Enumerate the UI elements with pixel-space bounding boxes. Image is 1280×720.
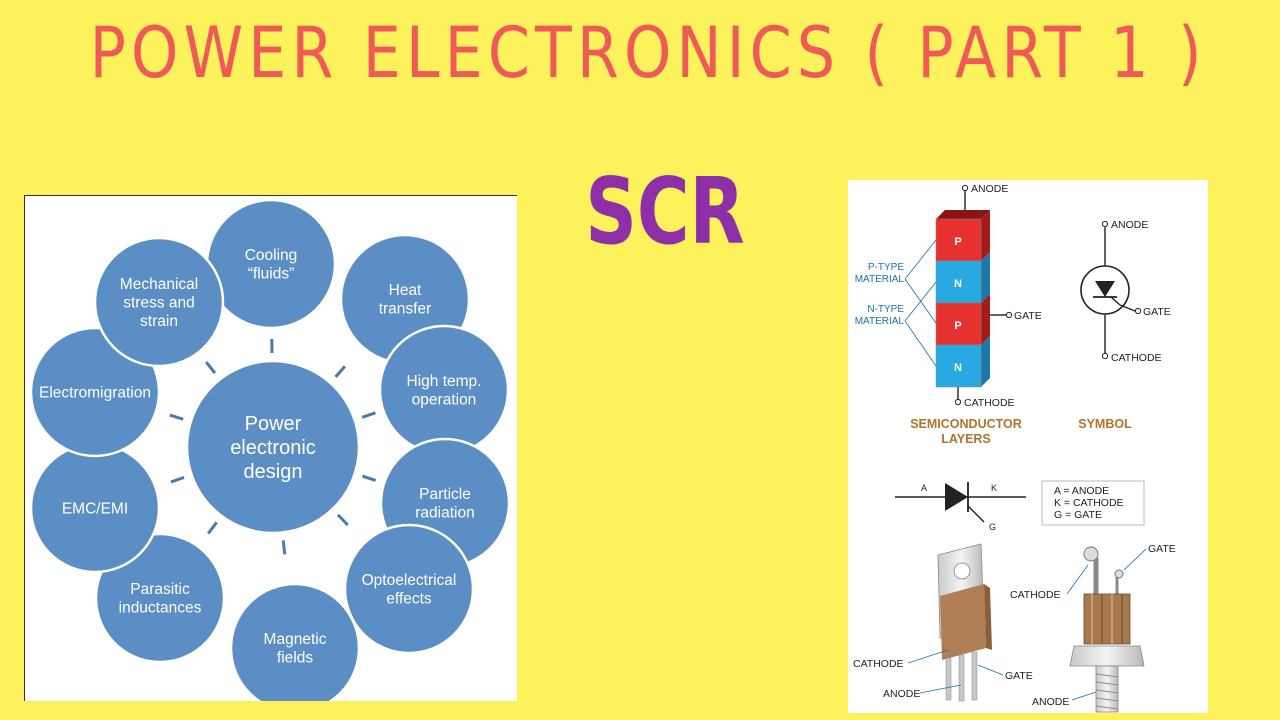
- node-3-line-2: operation: [412, 392, 477, 409]
- scr-symbol: ANODE GATE CATHODE: [1080, 219, 1171, 364]
- to220-anode-label: ANODE: [883, 688, 920, 700]
- node-bubble-9: [29, 326, 161, 458]
- legend-cathode: K = CATHODE: [1054, 497, 1124, 509]
- diagram-node-7: Parasitic inductances: [94, 532, 226, 664]
- spoke-2: [334, 365, 347, 378]
- legend-box: A = ANODE K = CATHODE G = GATE: [1041, 480, 1145, 526]
- layer-p1-label: P: [954, 236, 961, 248]
- node-5-line-2: effects: [386, 591, 432, 608]
- symbol-cathode-label: CATHODE: [1111, 352, 1162, 364]
- scr-diagram-panel: ANODE P N P N CATHODE GATE: [848, 180, 1208, 713]
- layer-n1-label: N: [954, 278, 962, 290]
- node-2-line-2: transfer: [379, 301, 432, 318]
- node-6-line-1: Magnetic: [264, 631, 327, 648]
- node-bubble-5: [343, 523, 475, 655]
- to220-cathode-label: CATHODE: [853, 658, 904, 670]
- diagram-node-8: EMC/EMI: [29, 442, 161, 574]
- node-4-line-2: radiation: [415, 505, 474, 522]
- node-1-line-1: Cooling: [245, 247, 298, 264]
- sym-k-label: K: [991, 483, 997, 493]
- caption-semiconductor: SEMICONDUCTOR: [910, 417, 1022, 431]
- diagram-node-6: Magnetic fields: [229, 582, 361, 714]
- node-4-line-1: Particle: [419, 486, 471, 503]
- spoke-8: [170, 476, 185, 484]
- node-8-line-1: EMC/EMI: [62, 500, 128, 517]
- stud-gate-label: GATE: [1148, 543, 1176, 555]
- horizontal-scr-symbol: A K G: [895, 482, 1026, 532]
- stud-anode-label: ANODE: [1032, 696, 1069, 708]
- node-5-line-1: Optoelectrical: [362, 572, 457, 589]
- subtitle: SCR: [585, 158, 745, 265]
- center-line-3: design: [244, 461, 303, 483]
- layer-p2: [935, 302, 982, 346]
- spoke-6: [281, 540, 287, 555]
- anode-label: ANODE: [971, 183, 1008, 195]
- node-10-line-2: stress and: [123, 294, 195, 311]
- node-6-line-2: fields: [277, 650, 313, 667]
- legend-gate: G = GATE: [1054, 509, 1102, 521]
- legend-anode: A = ANODE: [1054, 485, 1109, 497]
- scr-diagram-svg: ANODE P N P N CATHODE GATE: [853, 183, 1176, 713]
- layer-p1: [935, 218, 982, 262]
- node-bubble-10: [93, 236, 225, 368]
- p-type-material-label: MATERIAL: [855, 274, 905, 285]
- diagram-node-3: High temp. operation: [378, 324, 510, 456]
- stud-package: CATHODE GATE ANODE: [1010, 543, 1176, 713]
- spoke-7: [207, 521, 218, 535]
- caption-symbol: SYMBOL: [1078, 417, 1132, 431]
- diagram-node-1: Cooling “fluids”: [205, 198, 337, 330]
- node-1-line-2: “fluids”: [248, 266, 295, 283]
- sym-a-label: A: [921, 483, 927, 493]
- diagram-node-9: Electromigration: [29, 326, 161, 458]
- layer-n2: [935, 344, 982, 388]
- node-10-line-3: strain: [140, 313, 178, 330]
- to220-gate-label: GATE: [1005, 670, 1033, 682]
- node-7-line-2: inductances: [119, 600, 202, 617]
- diagram-node-5: Optoelectrical effects: [343, 523, 475, 655]
- spoke-3: [361, 411, 376, 419]
- cathode-label: CATHODE: [964, 397, 1015, 409]
- n-type-label: N-TYPE: [867, 304, 904, 315]
- semiconductor-stack: ANODE P N P N CATHODE GATE: [855, 183, 1042, 409]
- spoke-5: [336, 513, 349, 527]
- node-10-line-1: Mechanical: [120, 276, 198, 293]
- p-type-label: P-TYPE: [868, 262, 904, 273]
- center-line-2: electronic: [230, 437, 316, 459]
- center-line-1: Power: [245, 413, 302, 435]
- center-bubble: [185, 359, 361, 535]
- node-9-line-1: Electromigration: [39, 384, 151, 401]
- page-title: POWER ELECTRONICS ( PART 1 ): [89, 12, 1207, 94]
- node-bubble-7: [94, 532, 226, 664]
- layer-p2-label: P: [954, 320, 961, 332]
- stud-cathode-label: CATHODE: [1010, 589, 1061, 601]
- node-7-line-1: Parasitic: [130, 581, 190, 598]
- sym-g-label: G: [989, 522, 996, 532]
- node-2-line-1: Heat: [389, 282, 422, 299]
- node-3-line-1: High temp.: [407, 373, 482, 390]
- spoke-9: [169, 413, 184, 421]
- spoke-10: [205, 361, 217, 375]
- layer-n2-label: N: [954, 362, 962, 374]
- n-type-material-label: MATERIAL: [855, 316, 905, 327]
- to220-package: CATHODE ANODE GATE: [853, 543, 1033, 702]
- symbol-anode-label: ANODE: [1111, 219, 1148, 231]
- symbol-gate-label: GATE: [1143, 306, 1171, 318]
- spoke-4: [361, 474, 377, 482]
- caption-layers: LAYERS: [941, 432, 991, 446]
- layer-n1: [935, 260, 982, 304]
- gate-label: GATE: [1014, 310, 1042, 322]
